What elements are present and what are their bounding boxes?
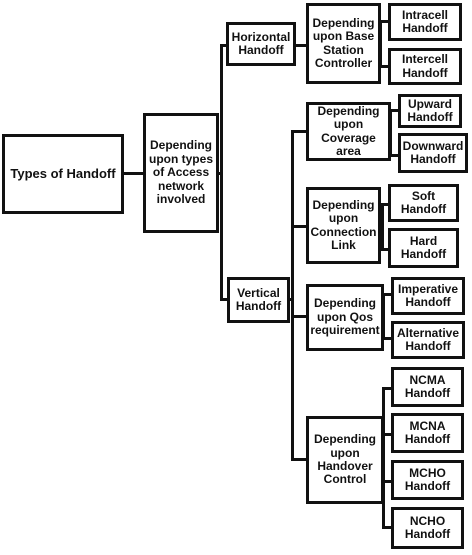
node-base-station-controller-label: Depending upon Base Station Controller xyxy=(312,15,375,70)
node-soft-handoff: Soft Handoff xyxy=(388,184,459,222)
node-access-network: Depending upon types of Access network i… xyxy=(143,113,219,233)
node-coverage-area: Depending upon Coverage area xyxy=(306,102,391,161)
node-types-of-handoff: Types of Handoff xyxy=(2,134,124,214)
node-connection-link: Depending upon Connection Link xyxy=(306,187,381,264)
node-intracell-handoff-label: Intracell Handoff xyxy=(401,7,449,35)
node-upward-handoff-label: Upward Handoff xyxy=(407,96,453,124)
connector-to-upward xyxy=(389,109,399,112)
connector-to-downward xyxy=(389,154,399,157)
connector-to-imperative xyxy=(382,293,392,296)
connector-to-soft xyxy=(381,203,389,206)
connector-root-level1 xyxy=(122,172,144,175)
connector-to-ncma xyxy=(382,387,392,390)
node-imperative-handoff: Imperative Handoff xyxy=(391,277,465,315)
connector-horizontal-criterion xyxy=(295,44,307,47)
node-access-network-label: Depending upon types of Access network i… xyxy=(148,138,213,207)
node-ncho-handoff: NCHO Handoff xyxy=(391,507,464,549)
node-mcna-handoff-label: MCNA Handoff xyxy=(404,418,451,446)
connector-to-intercell xyxy=(379,65,389,68)
node-mcna-handoff: MCNA Handoff xyxy=(391,413,464,453)
connector-trunk-vertical xyxy=(220,44,223,300)
connector-to-coverage xyxy=(291,130,307,133)
node-horizontal-handoff: Horizontal Handoff xyxy=(226,22,296,66)
connector-to-vertical xyxy=(220,298,228,301)
node-soft-handoff-label: Soft Handoff xyxy=(400,188,447,216)
node-connection-link-label: Depending upon Connection Link xyxy=(310,197,377,252)
node-intercell-handoff: Intercell Handoff xyxy=(388,48,462,85)
node-base-station-controller: Depending upon Base Station Controller xyxy=(306,3,381,84)
node-qos-requirement-label: Depending upon Qos requirement xyxy=(310,296,380,338)
connector-to-qos xyxy=(291,315,307,318)
node-intercell-handoff-label: Intercell Handoff xyxy=(401,52,449,80)
connector-to-mcna xyxy=(382,433,392,436)
node-types-of-handoff-label: Types of Handoff xyxy=(10,165,116,181)
connector-to-mcho xyxy=(382,480,392,483)
node-upward-handoff: Upward Handoff xyxy=(398,94,462,128)
node-horizontal-handoff-label: Horizontal Handoff xyxy=(231,29,291,57)
connector-level1-trunk xyxy=(217,172,222,175)
node-handover-control: Depending upon Handover Control xyxy=(306,416,384,504)
node-hard-handoff-label: Hard Handoff xyxy=(400,233,447,261)
connector-to-hard xyxy=(381,248,389,251)
connector-to-alternative xyxy=(382,337,392,340)
node-coverage-area-label: Depending upon Coverage area xyxy=(317,103,380,158)
node-downward-handoff-label: Downward Handoff xyxy=(402,138,464,166)
node-ncma-handoff-label: NCMA Handoff xyxy=(404,372,451,400)
node-alternative-handoff-label: Alternative Handoff xyxy=(396,325,460,353)
node-intracell-handoff: Intracell Handoff xyxy=(388,3,462,41)
node-qos-requirement: Depending upon Qos requirement xyxy=(306,284,384,351)
node-ncho-handoff-label: NCHO Handoff xyxy=(404,513,451,541)
connector-to-intracell xyxy=(379,20,389,23)
node-vertical-handoff: Vertical Handoff xyxy=(227,277,290,323)
node-hard-handoff: Hard Handoff xyxy=(388,228,459,268)
node-alternative-handoff: Alternative Handoff xyxy=(391,321,465,359)
connector-to-connection xyxy=(291,225,307,228)
node-mcho-handoff: MCHO Handoff xyxy=(391,460,464,500)
node-downward-handoff: Downward Handoff xyxy=(398,133,468,173)
node-mcho-handoff-label: MCHO Handoff xyxy=(404,465,451,493)
node-handover-control-label: Depending upon Handover Control xyxy=(314,432,376,487)
node-ncma-handoff: NCMA Handoff xyxy=(391,367,464,407)
connector-to-horizontal xyxy=(220,44,228,47)
connector-connection-bus xyxy=(381,203,384,251)
node-vertical-handoff-label: Vertical Handoff xyxy=(235,285,282,313)
node-imperative-handoff-label: Imperative Handoff xyxy=(397,281,459,309)
connector-to-handover xyxy=(291,458,307,461)
connector-vertical-bus xyxy=(291,130,294,461)
connector-to-ncho xyxy=(382,526,392,529)
